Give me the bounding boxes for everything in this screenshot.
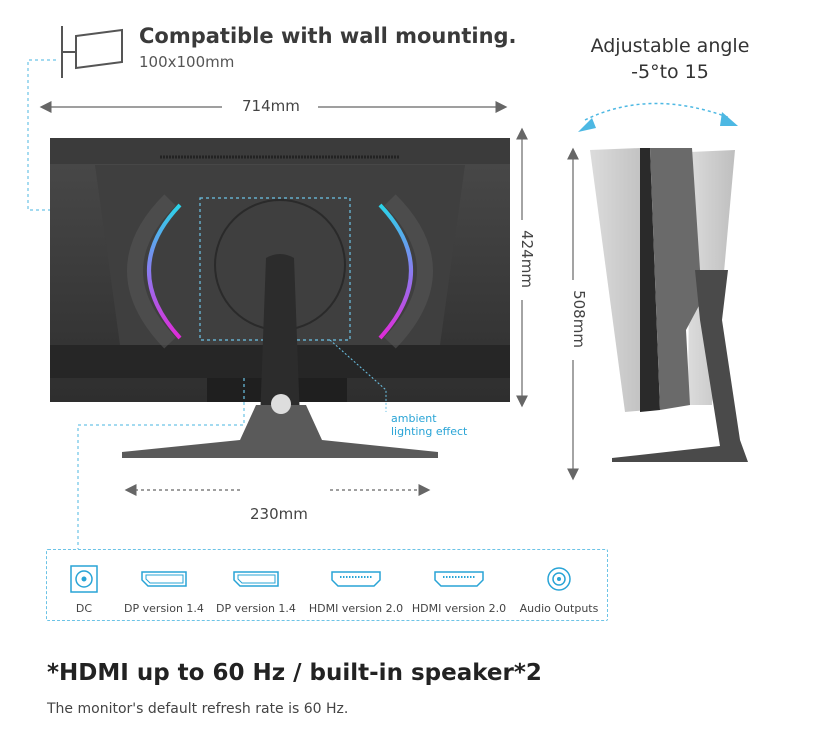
angle-title: Adjustable angle — [590, 35, 750, 57]
ambient-line2: lighting effect — [391, 425, 468, 438]
dc-power-icon — [70, 565, 98, 593]
port-dc: DC — [62, 564, 106, 615]
refresh-rate-note: The monitor's default refresh rate is 60… — [47, 701, 349, 717]
ambient-lighting-label: ambient lighting effect — [391, 412, 467, 438]
port-dp-1: DP version 1.4 — [118, 564, 210, 615]
width-dimension-label: 714mm — [236, 97, 306, 115]
displayport-icon — [233, 571, 279, 587]
screen-height-dimension-label: 424mm — [517, 230, 536, 288]
port-audio: Audio Outputs — [512, 564, 606, 615]
port-hdmi-2: HDMI version 2.0 — [408, 564, 510, 615]
base-width-dimension-label: 230mm — [244, 505, 314, 523]
port-label: HDMI version 2.0 — [308, 602, 404, 615]
port-hdmi-1: HDMI version 2.0 — [305, 564, 407, 615]
hdmi-icon — [434, 571, 484, 587]
angle-range: -5°to 15 — [631, 61, 709, 83]
port-label: DC — [75, 602, 93, 615]
port-label: DP version 1.4 — [216, 602, 296, 615]
ports-panel — [46, 549, 608, 621]
wall-mount-title: Compatible with wall mounting. — [139, 24, 517, 48]
audio-jack-icon — [547, 567, 571, 591]
port-label: DP version 1.4 — [124, 602, 204, 615]
port-label: HDMI version 2.0 — [411, 602, 507, 615]
total-height-dimension-label: 508mm — [569, 290, 588, 348]
wall-mount-spec: 100x100mm — [139, 53, 235, 71]
port-label: Audio Outputs — [519, 602, 599, 615]
port-dp-2: DP version 1.4 — [210, 564, 302, 615]
hdmi-speaker-note: *HDMI up to 60 Hz / built-in speaker*2 — [47, 660, 542, 686]
wall-mount-icon — [61, 26, 123, 78]
hdmi-icon — [331, 571, 381, 587]
ambient-line1: ambient — [391, 412, 437, 425]
displayport-icon — [141, 571, 187, 587]
